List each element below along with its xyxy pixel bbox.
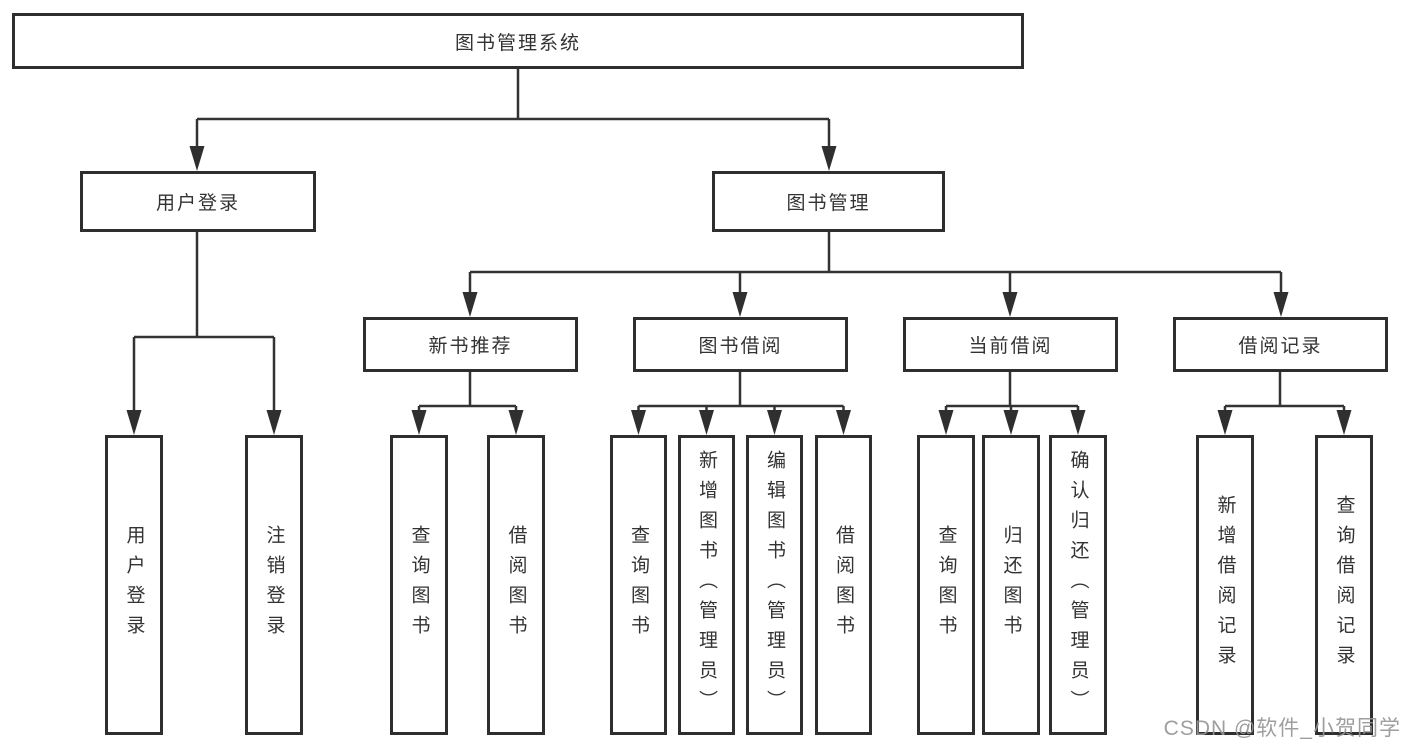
leaf-query-books-recommend-label: 查询图书: [408, 525, 430, 645]
leaf-query-borrow-record: 查询借阅记录: [1315, 435, 1373, 735]
node-new-book-recommendation: 新书推荐: [363, 317, 578, 372]
leaf-query-books-recommend: 查询图书: [390, 435, 448, 735]
node-book-borrowing: 图书借阅: [633, 317, 848, 372]
leaf-edit-books-admin-label: 编辑图书（管理员）: [764, 450, 785, 720]
leaf-confirm-return-admin-label: 确认归还（管理员）: [1067, 450, 1089, 720]
leaf-logout-login-label: 注销登录: [263, 525, 285, 645]
leaf-logout-login: 注销登录: [245, 435, 303, 735]
leaf-query-books-current-label: 查询图书: [935, 525, 957, 645]
node-current-borrowing: 当前借阅: [903, 317, 1118, 372]
leaf-borrow-books-label: 借阅图书: [833, 525, 854, 645]
leaf-query-books-borrow: 查询图书: [610, 435, 667, 735]
leaf-borrow-books: 借阅图书: [815, 435, 872, 735]
leaf-query-books-current: 查询图书: [917, 435, 975, 735]
leaf-query-borrow-record-label: 查询借阅记录: [1333, 495, 1355, 675]
leaf-add-books-admin: 新增图书（管理员）: [678, 435, 735, 735]
node-borrowing-records: 借阅记录: [1173, 317, 1388, 372]
leaf-query-books-borrow-label: 查询图书: [628, 525, 649, 645]
node-library-system: 图书管理系统: [12, 13, 1024, 69]
node-user-login: 用户登录: [80, 171, 316, 232]
leaf-borrow-books-recommend: 借阅图书: [487, 435, 545, 735]
leaf-return-books-label: 归还图书: [1000, 525, 1022, 645]
leaf-borrow-books-recommend-label: 借阅图书: [505, 525, 527, 645]
leaf-add-borrow-record-label: 新增借阅记录: [1214, 495, 1236, 675]
leaf-add-borrow-record: 新增借阅记录: [1196, 435, 1254, 735]
watermark: CSDN @软件_小贺同学: [1163, 717, 1401, 740]
leaf-confirm-return-admin: 确认归还（管理员）: [1049, 435, 1107, 735]
leaf-user-login: 用户登录: [105, 435, 163, 735]
leaf-user-login-label: 用户登录: [123, 525, 145, 645]
arrowheads: [126, 146, 1352, 435]
leaf-add-books-admin-label: 新增图书（管理员）: [696, 450, 717, 720]
node-book-management: 图书管理: [712, 171, 945, 232]
leaf-edit-books-admin: 编辑图书（管理员）: [746, 435, 803, 735]
leaf-return-books: 归还图书: [982, 435, 1040, 735]
